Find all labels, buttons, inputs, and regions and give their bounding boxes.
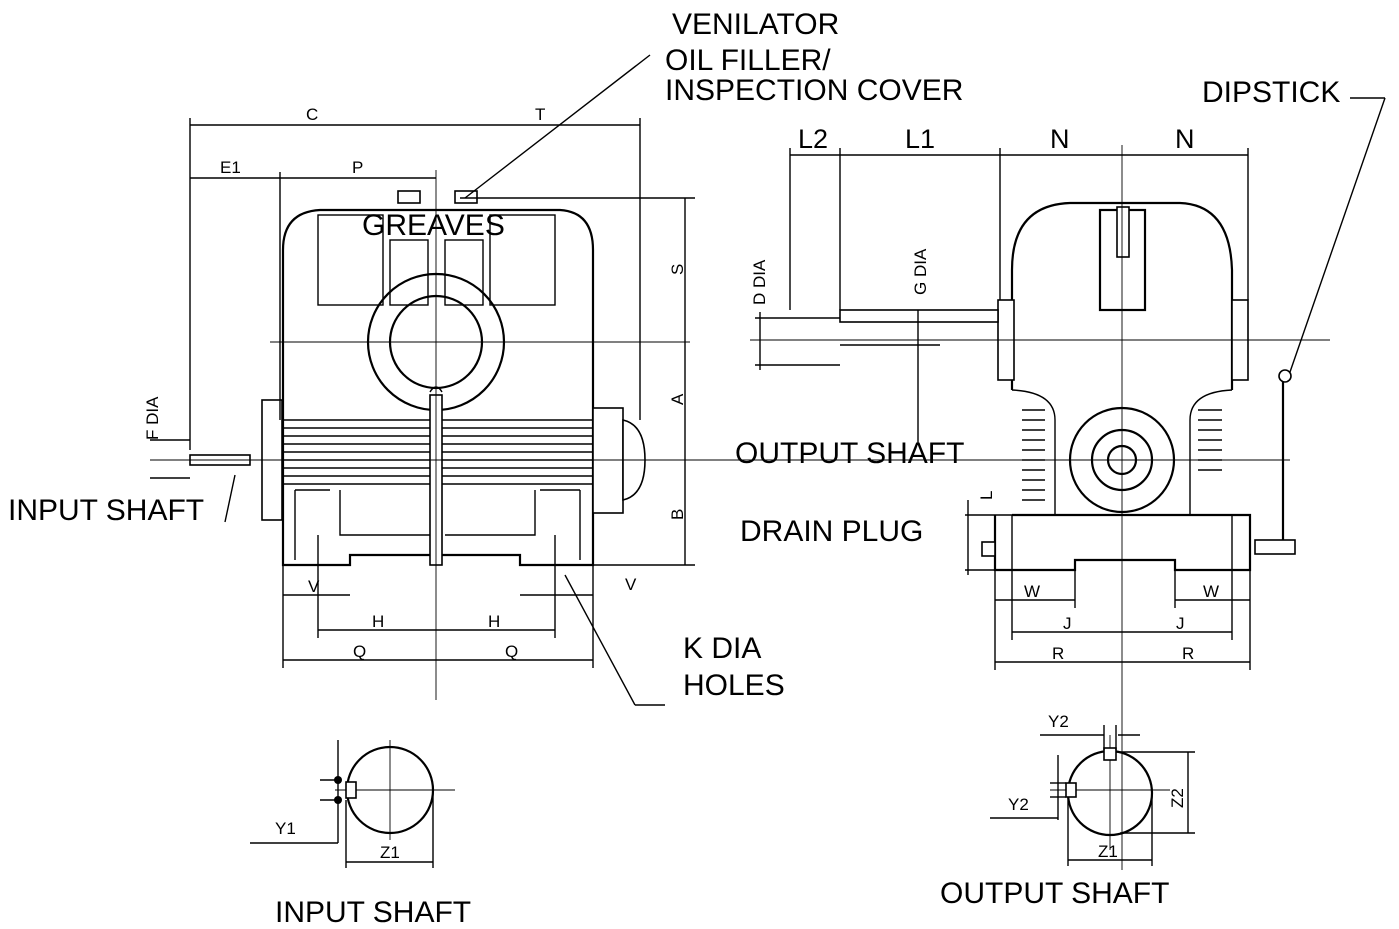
dim-q-left: Q	[353, 642, 366, 661]
output-shaft-title: OUTPUT SHAFT	[940, 877, 1169, 910]
output-shaft	[839, 309, 999, 323]
front-housing-outline	[281, 208, 595, 420]
greaves-brand: GREAVES	[362, 209, 505, 242]
dim-n-right: N	[1175, 124, 1195, 154]
dim-l: L	[977, 491, 996, 500]
inspection-cover-label: INSPECTION COVER	[665, 74, 963, 107]
dim-w-right: W	[1203, 582, 1219, 601]
dim-z2: Z2	[1168, 788, 1187, 808]
dim-z1-input: Z1	[380, 843, 400, 862]
dim-g-dia: G DIA	[911, 248, 930, 295]
dim-y2-top: Y2	[1048, 712, 1069, 731]
dim-s: S	[668, 264, 687, 275]
venilator-label: VENILATOR	[672, 8, 839, 41]
oil-filler-label: OIL FILLER/	[665, 44, 831, 77]
dim-q-right: Q	[505, 642, 518, 661]
dim-p: P	[352, 158, 363, 177]
dim-l1: L1	[905, 124, 935, 154]
dim-h-right: H	[488, 612, 500, 631]
dim-l2: L2	[798, 124, 828, 154]
dim-e1: E1	[220, 158, 241, 177]
dim-r-left: R	[1052, 644, 1064, 663]
dim-h-left: H	[372, 612, 384, 631]
dim-f-dia: F DIA	[143, 396, 162, 440]
front-view	[150, 54, 1290, 706]
side-housing-outline	[1010, 201, 1234, 390]
holes-label: HOLES	[683, 669, 785, 702]
drain-plug-label: DRAIN PLUG	[740, 515, 923, 548]
dim-c: C	[306, 105, 318, 124]
output-shaft-detail	[990, 725, 1195, 866]
dim-d-dia: D DIA	[750, 259, 769, 305]
dim-a: A	[668, 393, 687, 405]
dim-w-left: W	[1024, 582, 1040, 601]
dipstick-label: DIPSTICK	[1202, 76, 1340, 109]
dim-b: B	[668, 509, 687, 520]
dim-n-left: N	[1050, 124, 1070, 154]
side-view	[750, 97, 1386, 870]
dim-z1-output: Z1	[1098, 842, 1118, 861]
input-shaft-callout: INPUT SHAFT	[8, 494, 204, 527]
k-dia-label: K DIA	[683, 632, 761, 665]
dim-v-right: V	[625, 575, 637, 594]
dim-j-left: J	[1063, 614, 1072, 633]
venilator-cap	[397, 190, 421, 204]
dim-t: T	[535, 105, 545, 124]
dim-v-left: V	[308, 577, 320, 596]
dim-r-right: R	[1182, 644, 1194, 663]
dim-y2-side: Y2	[1008, 795, 1029, 814]
output-shaft-callout: OUTPUT SHAFT	[735, 437, 964, 470]
input-shaft-detail	[250, 740, 455, 868]
dim-j-right: J	[1176, 614, 1185, 633]
input-shaft-title: INPUT SHAFT	[275, 896, 471, 929]
dim-y1: Y1	[275, 819, 296, 838]
